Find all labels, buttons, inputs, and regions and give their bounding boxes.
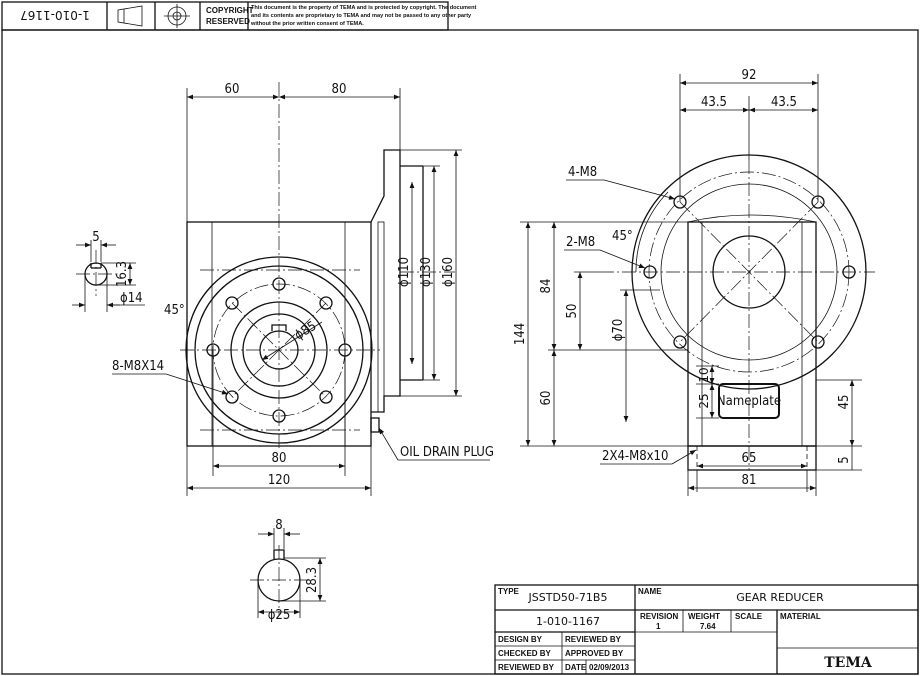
tb-scale-label: SCALE (735, 612, 763, 621)
tb-reviewed-by-1: REVIEWED BY (565, 635, 622, 644)
tb-checked-by: CHECKED BY (498, 649, 552, 658)
front-label-drain: OIL DRAIN PLUG (400, 445, 494, 460)
tb-name-label: NAME (638, 587, 662, 596)
side-dim-81: 81 (742, 473, 757, 488)
front-dim-45deg: 45° (164, 303, 185, 318)
side-dim-25: 25 (697, 393, 711, 408)
side-dim-92: 92 (742, 68, 757, 83)
copyright-notice-line3: without the prior written consent of TEM… (250, 21, 364, 27)
copyright-label-line1: COPYRIGHT (206, 6, 254, 15)
tb-date-value: 02/09/2013 (589, 663, 630, 672)
side-dim-10: 10 (697, 367, 711, 382)
tb-revision-label: REVISION (640, 612, 678, 621)
front-label-holes: 8-M8X14 (112, 359, 164, 374)
side-dim-60: 60 (539, 391, 554, 406)
shaft-large-dim-phi25: ϕ25 (268, 608, 291, 623)
side-label-2m8: 2-M8 (566, 235, 595, 250)
front-view: 60 80 ϕ110 ϕ130 ϕ160 45° ϕ85 8-M8X14 80 … (112, 82, 494, 496)
tb-approved-by: APPROVED BY (565, 649, 624, 658)
copyright-notice-line2: and its contents are proprietary to TEMA… (251, 13, 472, 19)
side-dim-45: 45 (837, 395, 852, 410)
tb-revision-value: 1 (656, 622, 661, 631)
front-dim-60: 60 (225, 82, 240, 97)
shaft-small-dim-16-3: 16.3 (115, 261, 130, 287)
front-dim-phi110: ϕ110 (397, 257, 412, 287)
tb-design-by: DESIGN BY (498, 635, 543, 644)
copyright-notice-line1: This document is the property of TEMA an… (251, 5, 477, 11)
drawing-border (1, 29, 919, 675)
header-drawing-number: 1-010-1167 (20, 8, 90, 22)
front-dim-phi130: ϕ130 (419, 257, 434, 287)
tb-type-label: TYPE (498, 587, 520, 596)
side-dim-phi70: ϕ70 (611, 319, 626, 342)
side-dim-5: 5 (837, 456, 852, 463)
side-dim-65: 65 (742, 451, 757, 466)
title-block: TYPE JSSTD50-71B5 1-010-1167 NAME GEAR R… (494, 584, 919, 675)
projection-symbol-icon (117, 4, 190, 28)
front-dim-80-top: 80 (332, 82, 347, 97)
shaft-small-dim-phi14: ϕ14 (120, 291, 143, 306)
front-dim-phi85: ϕ85 (292, 319, 319, 344)
side-label-4m8: 4-M8 (568, 165, 597, 180)
side-dim-84: 84 (539, 279, 554, 294)
side-dim-144: 144 (513, 323, 528, 345)
shaft-small-dim-5: 5 (92, 230, 99, 245)
tb-weight-value: 7.64 (700, 622, 716, 631)
tb-reviewed-by-2: REVIEWED BY (498, 663, 555, 672)
header-strip: 1-010-1167 COPYRIGHT RESERVED This docum… (1, 1, 477, 31)
side-view: Nameplate 92 43.5 43.5 4-M8 2-M8 45° (513, 68, 875, 496)
tb-type-value: JSSTD50-71B5 (528, 591, 608, 604)
shaft-section-large: 8 28.3 ϕ25 (250, 518, 326, 623)
tb-company-logo: TEMA (824, 655, 873, 671)
side-nameplate-label: Nameplate (717, 394, 781, 409)
shaft-section-small: 5 16.3 ϕ14 (72, 230, 145, 312)
tb-weight-label: WEIGHT (688, 612, 720, 621)
side-dim-43-5-left: 43.5 (701, 95, 727, 110)
shaft-large-dim-28-3: 28.3 (305, 567, 320, 593)
front-dim-120: 120 (268, 473, 290, 488)
shaft-large-dim-8: 8 (275, 518, 282, 533)
copyright-label-line2: RESERVED (206, 17, 250, 26)
tb-drawing-number: 1-010-1167 (536, 615, 600, 628)
tb-material-label: MATERIAL (780, 612, 821, 621)
front-dim-phi160: ϕ160 (441, 257, 456, 287)
side-dim-43-5-right: 43.5 (771, 95, 797, 110)
tb-name-value: GEAR REDUCER (736, 591, 824, 604)
side-dim-50: 50 (565, 304, 580, 319)
side-dim-45deg: 45° (612, 229, 633, 244)
tb-date-label: DATE (565, 663, 587, 672)
side-label-bottom-holes: 2X4-M8x10 (602, 449, 668, 464)
front-dim-80-bottom: 80 (272, 451, 287, 466)
